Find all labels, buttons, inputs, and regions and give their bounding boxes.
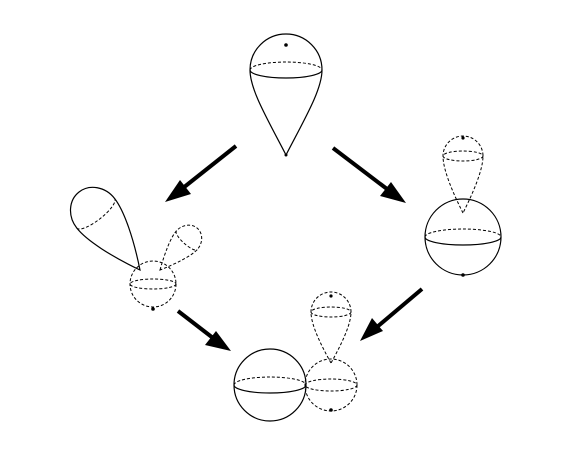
left-large-teardrop [69, 186, 141, 272]
top-teardrop [249, 33, 323, 157]
bottom-sphere [233, 348, 307, 422]
right-dashed-teardrop [442, 135, 484, 215]
bottom-dashed-teardrop [310, 291, 352, 365]
left-small-teardrop [159, 224, 203, 271]
right-sphere [424, 198, 502, 277]
arrow-top-to-left [165, 144, 238, 202]
arrow-left-to-bottom [176, 309, 231, 351]
left-small-sphere [129, 260, 177, 311]
bottom-small-sphere [304, 358, 358, 412]
arrow-top-to-right [331, 146, 406, 203]
arrow-right-to-bottom [360, 287, 424, 341]
